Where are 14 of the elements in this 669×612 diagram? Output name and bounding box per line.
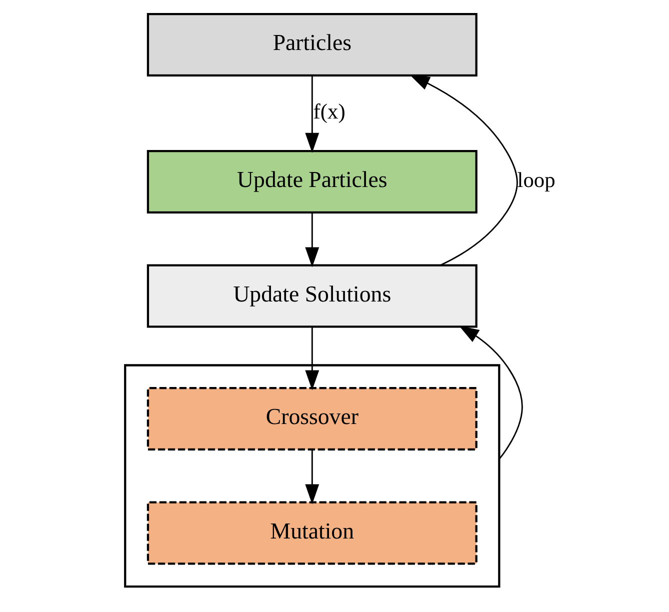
- node-box: Particles: [146, 12, 477, 76]
- arrow: [304, 327, 319, 390]
- edge-label: f(x): [312, 99, 345, 124]
- node-box: Update Particles: [146, 150, 477, 214]
- node-box: Mutation: [146, 501, 477, 565]
- node-box: Update Solutions: [146, 264, 477, 328]
- arrow: [304, 450, 319, 504]
- node-box: Crossover: [146, 387, 477, 451]
- arrow: [458, 326, 522, 460]
- arrow: [304, 213, 319, 268]
- edge-label: loop: [516, 168, 555, 192]
- cluster: [124, 364, 500, 588]
- arrow: [409, 74, 518, 266]
- arrow: [304, 76, 319, 153]
